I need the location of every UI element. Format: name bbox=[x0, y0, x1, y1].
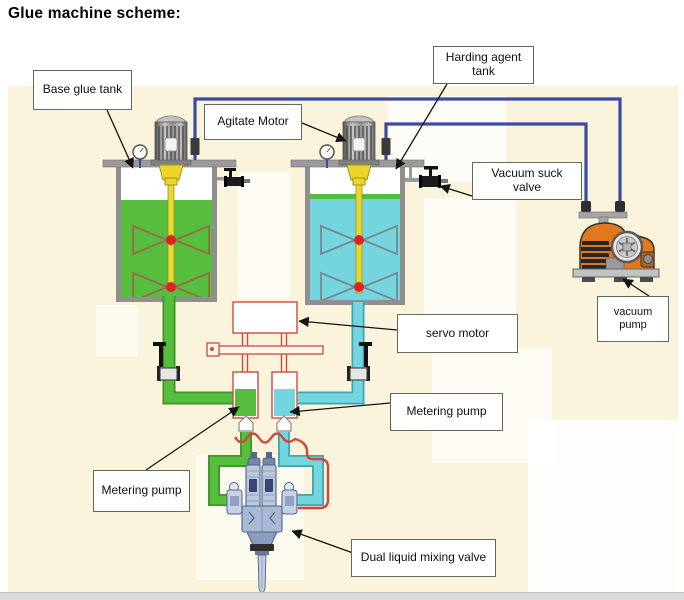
label-text: Base glue tank bbox=[42, 82, 123, 97]
label-metering-pump-right: Metering pump bbox=[390, 393, 503, 431]
label-harding-agent-tank: Harding agent tank bbox=[433, 46, 534, 84]
label-metering-pump-left: Metering pump bbox=[93, 470, 190, 512]
label-text: Metering pump bbox=[101, 483, 182, 498]
dual-liquid-mixing-valve-graphic bbox=[226, 452, 298, 599]
footer-band bbox=[0, 592, 684, 600]
ball-valve-right bbox=[347, 342, 372, 381]
label-base-glue-tank: Base glue tank bbox=[33, 70, 132, 110]
label-agitate-motor: Agitate Motor bbox=[204, 104, 302, 140]
vacuum-piping bbox=[190, 97, 625, 212]
vacuum-pump-graphic bbox=[572, 211, 660, 282]
label-text: Dual liquid mixing valve bbox=[360, 550, 487, 565]
servo-motor-unit bbox=[206, 301, 324, 375]
label-dual-liquid-mixing-valve: Dual liquid mixing valve bbox=[351, 539, 496, 577]
left-tank-vent-valve bbox=[217, 168, 250, 187]
flexible-hose-red bbox=[233, 432, 330, 510]
label-text: vacuum pump bbox=[613, 306, 653, 331]
pressure-gauge-right bbox=[319, 144, 335, 168]
label-vacuum-suck-valve: Vacuum suck valve bbox=[472, 162, 582, 200]
mixing-feed-pipes bbox=[208, 432, 330, 510]
label-text: Vacuum suck valve bbox=[491, 166, 563, 194]
label-text: Agitate Motor bbox=[217, 114, 289, 129]
vacuum-suck-valve-graphic bbox=[405, 166, 448, 188]
pressure-gauge-left bbox=[132, 144, 148, 168]
label-text: Harding agent tank bbox=[445, 50, 522, 78]
ball-valve-left bbox=[153, 342, 180, 381]
leader-lines bbox=[106, 83, 650, 554]
label-servo-motor: servo motor bbox=[397, 314, 518, 353]
supply-pipes bbox=[162, 296, 365, 405]
page-title: Glue machine scheme: bbox=[8, 5, 181, 22]
label-text: Metering pump bbox=[406, 404, 487, 419]
label-vacuum-pump: vacuum pump bbox=[597, 296, 669, 342]
label-text: servo motor bbox=[425, 325, 490, 340]
